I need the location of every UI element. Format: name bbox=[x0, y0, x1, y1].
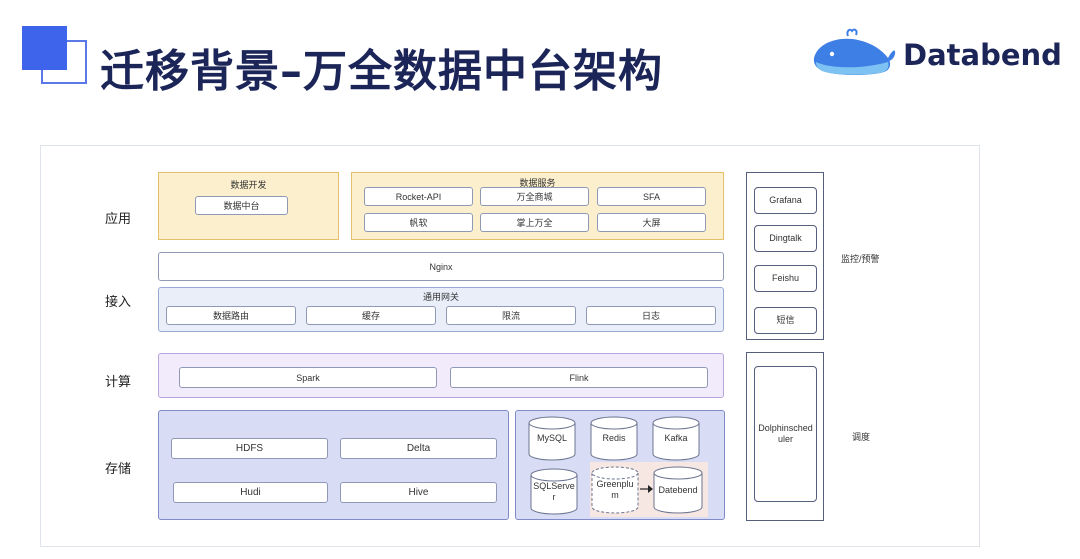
row-label-storage: 存储 bbox=[104, 461, 131, 476]
gateway-chip-routing: 数据路由 bbox=[166, 306, 296, 325]
compute-chip-spark: Spark bbox=[179, 367, 437, 388]
service-chip-rocket-api: Rocket-API bbox=[364, 187, 473, 206]
service-chip-fanruan: 帆软 bbox=[364, 213, 473, 232]
storage-chip-hdfs: HDFS bbox=[171, 438, 328, 459]
data-dev-title: 数据开发 bbox=[230, 180, 267, 190]
db-kafka: Kafka bbox=[652, 416, 700, 461]
monitor-chip-sms: 短信 bbox=[754, 307, 817, 334]
gateway-chip-log: 日志 bbox=[586, 306, 716, 325]
data-service-title: 数据服务 bbox=[519, 178, 556, 188]
db-sqlserver: SQLServe r bbox=[530, 468, 578, 515]
schedule-chip-dolphinscheduler: Dolphinsched uler bbox=[754, 366, 817, 502]
gateway-chip-cache: 缓存 bbox=[306, 306, 436, 325]
row-label-app: 应用 bbox=[104, 211, 131, 226]
migration-arrow-icon bbox=[640, 485, 653, 493]
row-label-compute: 计算 bbox=[104, 374, 131, 389]
storage-chip-hive: Hive bbox=[340, 482, 497, 503]
storage-lake-panel bbox=[158, 410, 509, 520]
monitor-chip-feishu: Feishu bbox=[754, 265, 817, 292]
nginx-bar: Nginx bbox=[158, 252, 724, 281]
service-chip-mall: 万全商城 bbox=[480, 187, 589, 206]
schedule-label: 调度 bbox=[852, 432, 871, 442]
gateway-chip-ratelimit: 限流 bbox=[446, 306, 576, 325]
row-label-access: 接入 bbox=[104, 294, 131, 309]
monitor-chip-grafana: Grafana bbox=[754, 187, 817, 214]
logo-square-filled bbox=[22, 26, 67, 70]
brand-name: Databend bbox=[903, 38, 1062, 72]
page-title: 迁移背景–万全数据中台架构 bbox=[100, 46, 663, 97]
monitor-label: 监控/预警 bbox=[841, 254, 880, 264]
service-chip-bigscreen: 大屏 bbox=[597, 213, 706, 232]
storage-chip-hudi: Hudi bbox=[173, 482, 328, 503]
service-chip-sfa: SFA bbox=[597, 187, 706, 206]
storage-chip-delta: Delta bbox=[340, 438, 497, 459]
db-mysql: MySQL bbox=[528, 416, 576, 461]
db-greenplum: Greenplu m bbox=[591, 466, 639, 514]
compute-chip-flink: Flink bbox=[450, 367, 708, 388]
gateway-title: 通用网关 bbox=[422, 292, 459, 302]
databend-whale-icon bbox=[813, 28, 896, 75]
data-platform-chip: 数据中台 bbox=[195, 196, 288, 215]
monitor-chip-dingtalk: Dingtalk bbox=[754, 225, 817, 252]
db-redis: Redis bbox=[590, 416, 638, 461]
service-chip-mobile: 掌上万全 bbox=[480, 213, 589, 232]
db-datebend: Datebend bbox=[653, 466, 703, 514]
